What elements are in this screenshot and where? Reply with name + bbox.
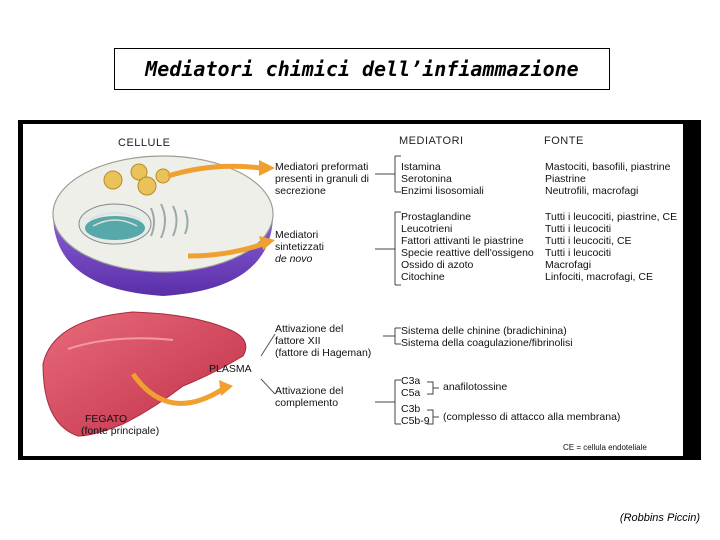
group-synth-line3: de novo (275, 253, 313, 265)
bracket-lines (375, 155, 439, 425)
liver-note: (fonte principale) (81, 425, 160, 437)
orange-arrows (130, 163, 264, 406)
group-factor12-line2: fattore XII (275, 335, 321, 347)
header-mediators: MEDIATORI (399, 135, 464, 147)
group-complement-line2: complemento (275, 397, 339, 409)
title-box: Mediatori chimici dell’infiammazione (114, 48, 610, 90)
footnote: CE = cellula endoteliale (563, 443, 647, 452)
group-preformed-line1: Mediatori preformati (275, 161, 369, 173)
header-cells: CELLULE (118, 137, 171, 149)
source-preformed-2: Piastrine (545, 173, 586, 185)
group-synth-line1: Mediatori (275, 229, 319, 241)
complement-c3b: C3b (401, 403, 421, 415)
complement-c5b-9: C5b-9 (401, 415, 430, 427)
source-synth-4: Tutti i leucociti (545, 247, 612, 259)
mediator-synth-3: Fattori attivanti le piastrine (401, 235, 524, 247)
mediator-synth-1: Prostaglandine (401, 211, 472, 223)
membrane-attack-label: (complesso di attacco alla membrana) (443, 411, 621, 423)
anaphylatoxins-label: anafilotossine (443, 381, 508, 393)
header-source: FONTE (544, 135, 584, 147)
mediator-synth-4: Specie reattive dell'ossigeno (401, 247, 534, 259)
group-complement-line1: Attivazione del (275, 385, 344, 397)
figure-drawing (42, 155, 439, 437)
plasma-arrows (260, 333, 276, 395)
cell-illustration (52, 155, 274, 296)
complement-c3a: C3a (401, 375, 421, 387)
source-synth-2: Tutti i leucociti (545, 223, 612, 235)
plasma-label: PLASMA (209, 363, 252, 375)
source-preformed-1: Mastociti, basofili, piastrine (545, 161, 671, 173)
mediator-preformed-1: Istamina (401, 161, 441, 173)
liver-label: FEGATO (85, 413, 128, 425)
group-preformed-line2: presenti in granuli di (275, 173, 369, 185)
source-synth-5: Macrofagi (545, 259, 592, 271)
plasma-system-coagulation: Sistema della coagulazione/fibrinolisi (401, 337, 573, 349)
source-synth-3: Tutti i leucociti, CE (545, 235, 632, 247)
mediator-preformed-2: Serotonina (401, 173, 452, 185)
liver-illustration (42, 311, 247, 437)
source-synth-1: Tutti i leucociti, piastrine, CE (545, 211, 678, 223)
mediator-synth-6: Citochine (401, 271, 445, 283)
figure-panel: CELLULE MEDIATORI FONTE Mediatori prefor… (18, 120, 701, 460)
source-synth-6: Linfociti, macrofagi, CE (545, 271, 653, 283)
mediator-synth-2: Leucotrieni (401, 223, 453, 235)
group-preformed-line3: secrezione (275, 185, 326, 197)
mediator-preformed-3: Enzimi lisosomiali (401, 185, 484, 197)
page-title: Mediatori chimici dell’infiammazione (145, 57, 579, 81)
complement-c5a: C5a (401, 387, 421, 399)
plasma-system-kinin: Sistema delle chinine (bradichinina) (401, 325, 567, 337)
credit: (Robbins Piccin) (619, 512, 700, 524)
group-factor12-line1: Attivazione del (275, 323, 344, 335)
orange-arrowheads (219, 160, 275, 396)
group-synth-line2: sintetizzati (275, 241, 325, 253)
source-preformed-3: Neutrofili, macrofagi (545, 185, 639, 197)
group-factor12-line3: (fattore di Hageman) (275, 347, 372, 359)
mediator-synth-5: Ossido di azoto (401, 259, 474, 271)
